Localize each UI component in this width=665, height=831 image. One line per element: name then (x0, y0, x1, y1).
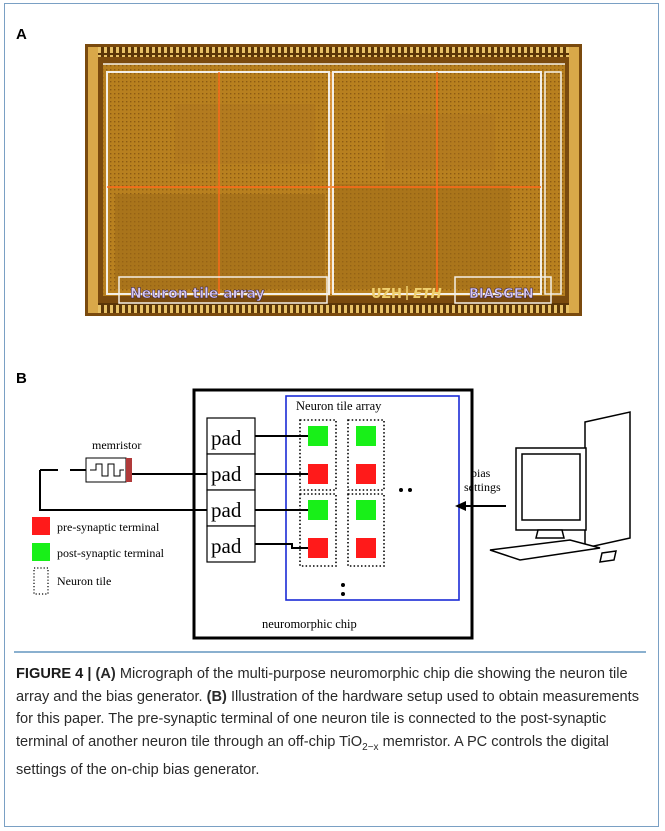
caption-subscript: 2−x (362, 741, 379, 753)
post-synaptic-terminal (356, 426, 376, 446)
ellipsis-dot (341, 583, 345, 587)
svg-text:pad: pad (211, 462, 242, 486)
label-eth: ETH (413, 287, 442, 302)
ellipsis-dot (399, 488, 403, 492)
post-synaptic-terminal (308, 426, 328, 446)
svg-text:pad: pad (211, 426, 242, 450)
legend-tile-label: Neuron tile (57, 574, 111, 588)
svg-text:pad: pad (211, 534, 242, 558)
memristor-symbol (85, 457, 132, 483)
settings-label: settings (464, 480, 501, 494)
caption-a-tag: (A) (95, 666, 116, 682)
neuron-tile-array-label: Neuron tile array (296, 399, 382, 413)
figure-number: FIGURE 4 | (16, 666, 92, 682)
caption-b-tag: (B) (206, 688, 227, 705)
label-uzh: UZH (371, 287, 402, 302)
pre-synaptic-terminal (356, 538, 376, 558)
pad-3 (206, 489, 256, 527)
pc-icon (489, 411, 631, 563)
pre-synaptic-terminal (356, 464, 376, 484)
bias-label: bias (471, 466, 491, 480)
pre-synaptic-terminal (308, 464, 328, 484)
neuron-tile-array-box (285, 395, 460, 601)
caption-divider (14, 651, 646, 653)
pre-synaptic-terminal (308, 538, 328, 558)
neuromorphic-chip-frame (192, 388, 474, 640)
panel-a-label: A (16, 26, 27, 43)
left-quadrant-outline (106, 71, 330, 295)
chip-micrograph: Neuron tile array UZH ETH BIASGEN (85, 44, 582, 316)
post-synaptic-terminal (356, 500, 376, 520)
label-neuron-tile-array: Neuron tile array (130, 286, 265, 302)
legend-tile-swatch (33, 567, 49, 595)
caption-b-text-1: Illustration of the hardware setup used … (16, 688, 640, 750)
neuron-tile-3 (299, 493, 337, 567)
memristor-label: memristor (92, 438, 141, 452)
pad-1 (206, 417, 256, 455)
svg-text:pad: pad (211, 498, 242, 522)
figure-caption: FIGURE 4 | (A) Micrograph of the multi-p… (16, 663, 646, 781)
panel-b-label: B (16, 370, 27, 387)
neuron-tile-2 (347, 419, 385, 491)
neuron-tile-1 (299, 419, 337, 491)
pad-2 (206, 453, 256, 491)
post-synaptic-terminal (308, 500, 328, 520)
pad-column: pad pad pad pad (206, 417, 256, 563)
ellipsis-dot (341, 592, 345, 596)
legend-post-swatch (32, 543, 50, 561)
neuron-tile-4 (347, 493, 385, 567)
hardware-schematic: neuromorphic chip Neuron tile array pad … (32, 388, 631, 640)
ellipsis-dot (408, 488, 412, 492)
legend-pre-label: pre-synaptic terminal (57, 520, 160, 534)
caption-a-text: Micrograph of the multi-purpose neuromor… (16, 666, 628, 705)
caption-b-text-2: memristor. A PC controls the digital set… (16, 733, 609, 778)
legend-post-label: post-synaptic terminal (57, 546, 165, 560)
neuromorphic-chip-label: neuromorphic chip (262, 617, 357, 631)
legend-pre-swatch (32, 517, 50, 535)
label-biasgen: BIASGEN (469, 287, 534, 302)
